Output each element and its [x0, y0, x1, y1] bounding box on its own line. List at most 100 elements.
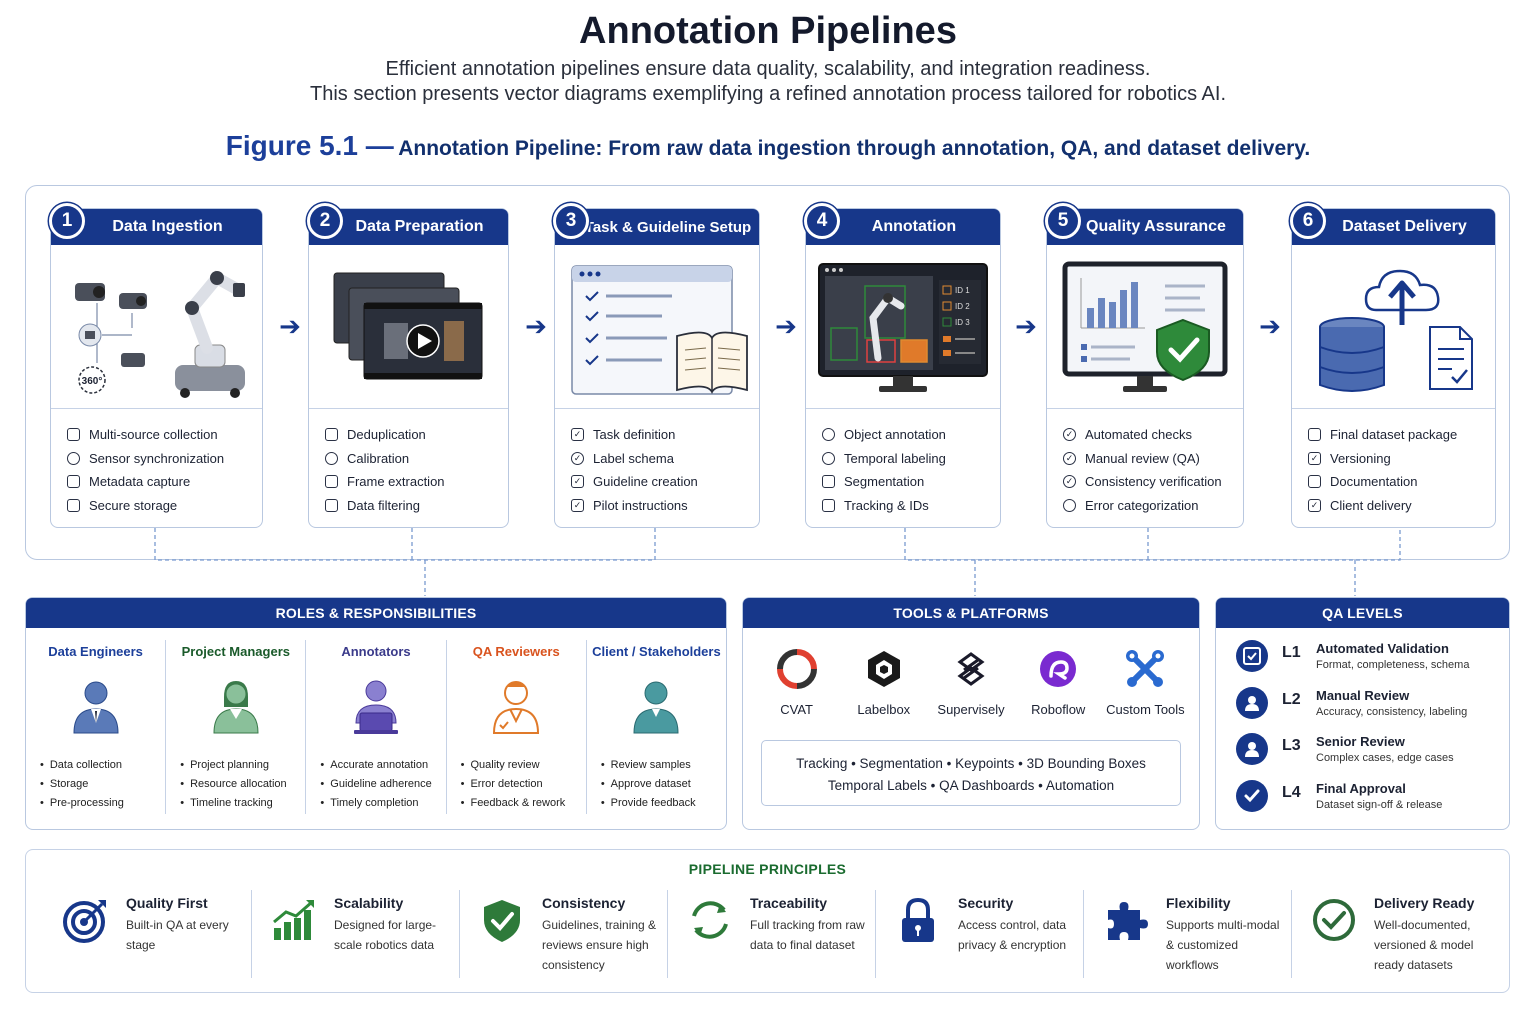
stage-number: 1: [49, 203, 85, 239]
list-item: Calibration: [325, 447, 500, 471]
panel-title: ROLES & RESPONSIBILITIES: [26, 598, 726, 628]
arrow-right-icon: ➔: [775, 310, 797, 341]
page-title: Annotation Pipelines: [579, 10, 957, 52]
pipeline-frame: [25, 185, 1510, 560]
list-item: Secure storage: [67, 494, 254, 518]
role-items: Review samples Approve dataset Provide f…: [601, 755, 726, 812]
list-item: Error detection: [461, 774, 586, 793]
stage-number: 3: [553, 203, 589, 239]
checkbox-icon: ✓: [571, 498, 584, 512]
list-item: Data filtering: [325, 494, 500, 518]
sync-icon: [67, 451, 80, 465]
list-item: ✓Versioning: [1308, 447, 1487, 471]
object-icon: [822, 428, 835, 442]
list-item: Documentation: [1308, 470, 1487, 494]
arrow-right-icon: ➔: [1015, 310, 1037, 341]
list-item: Timely completion: [320, 793, 445, 812]
track-id-3: ID 3: [955, 318, 970, 327]
list-item: Storage: [40, 774, 165, 793]
tool-name: Roboflow: [1031, 702, 1086, 717]
document-icon: [67, 475, 80, 489]
list-item: Object annotation: [822, 423, 992, 447]
list-item: ✓Guideline creation: [571, 470, 751, 494]
list-item: Sensor synchronization: [67, 447, 254, 471]
shield-check-monitor-icon: [1062, 261, 1228, 392]
list-item: Guideline adherence: [320, 774, 445, 793]
list-item: Temporal labeling: [822, 447, 992, 471]
track-id-2: ID 2: [955, 302, 970, 311]
principle-desc: Well-documented, versioned & model ready…: [1374, 918, 1474, 972]
list-item: Quality review: [461, 755, 586, 774]
stakeholder-avatar-icon: [633, 681, 679, 734]
list-item: Multi-source collection: [67, 423, 254, 447]
checkbox-icon: ✓: [571, 475, 584, 489]
tool-name: Custom Tools: [1106, 702, 1185, 717]
checklist-book-icon: [571, 264, 748, 395]
principle-desc: Access control, data privacy & encryptio…: [958, 918, 1067, 952]
video-frames-illustration: [309, 247, 508, 409]
shield-check-icon: [484, 900, 520, 942]
list-item: ✓Task definition: [571, 423, 751, 447]
role-data-engineers: Data Engineers Data collection Storage P…: [26, 640, 167, 814]
panel-title: QA LEVELS: [1216, 598, 1509, 628]
qa-level-name: Senior Review: [1316, 734, 1405, 749]
annotation-monitor-icon: ID 1 ID 2 ID 3: [818, 262, 988, 392]
role-annotators: Annotators Accurate annotation Guideline…: [306, 640, 447, 814]
check-circle-icon: ✓: [1063, 475, 1076, 489]
tool-name: Labelbox: [857, 702, 911, 717]
list-item: ✓Label schema: [571, 447, 751, 471]
database-cloud-upload-icon: [1318, 269, 1473, 392]
list-item: Accurate annotation: [320, 755, 445, 774]
list-item: Feedback & rework: [461, 793, 586, 812]
tool-supervisely: Supervisely: [927, 648, 1014, 717]
role-qa-reviewers: QA Reviewers Quality review Error detect…: [447, 640, 587, 814]
tools-row: CVAT Labelbox Supervisely Rob: [743, 628, 1199, 717]
senior-reviewer-icon: [1236, 733, 1268, 765]
tools-panel: TOOLS & PLATFORMS CVAT Labelbox: [742, 597, 1200, 830]
stage-items: Object annotation Temporal labeling Segm…: [822, 423, 992, 517]
checkbox-icon: ✓: [1308, 451, 1321, 465]
data-engineer-avatar-icon: [73, 681, 119, 734]
tracking-icon: [822, 498, 835, 512]
list-item: Resource allocation: [180, 774, 305, 793]
tool-name: Supervisely: [937, 702, 1005, 717]
annotator-avatar-icon: [354, 680, 398, 734]
robot-arm-icon: 360°: [74, 269, 245, 398]
qa-monitor-illustration: [1047, 247, 1243, 409]
principles-title: PIPELINE PRINCIPLES: [688, 861, 847, 877]
stage-data-ingestion: 1 Data Ingestion 360° Multi-source c: [49, 203, 263, 528]
qa-level: L2: [1282, 690, 1301, 708]
arrow-right-icon: ➔: [1259, 310, 1281, 341]
calibration-icon: [325, 451, 338, 465]
list-item: ✓Consistency verification: [1063, 470, 1235, 494]
figure-text: Annotation Pipeline: From raw data inges…: [398, 137, 1311, 160]
qa-level: L1: [1282, 644, 1301, 661]
error-icon: [1063, 498, 1076, 512]
sensors-robot-illustration: 360°: [51, 247, 262, 409]
roboflow-logo-icon: [1040, 651, 1077, 687]
frame-icon: [325, 475, 338, 489]
role-items: Quality review Error detection Feedback …: [461, 755, 586, 812]
qa-level-name: Automated Validation: [1316, 641, 1449, 656]
checkbox-icon: ✓: [1308, 498, 1321, 512]
video-frames-icon: [333, 272, 482, 379]
list-item: Timeline tracking: [180, 793, 305, 812]
list-item: Project planning: [180, 755, 305, 774]
labelbox-logo-icon: [867, 651, 900, 687]
document-icon: [1308, 475, 1321, 489]
cycle-arrows-icon: [692, 901, 728, 939]
list-item: ✓Client delivery: [1308, 494, 1487, 518]
tool-roboflow: Roboflow: [1015, 648, 1102, 717]
stage-items: ✓Automated checks ✓Manual review (QA) ✓C…: [1063, 423, 1235, 517]
annotation-monitor-illustration: ID 1 ID 2 ID 3: [806, 247, 1000, 409]
features-box: Tracking • Segmentation • Keypoints • 3D…: [761, 740, 1181, 806]
